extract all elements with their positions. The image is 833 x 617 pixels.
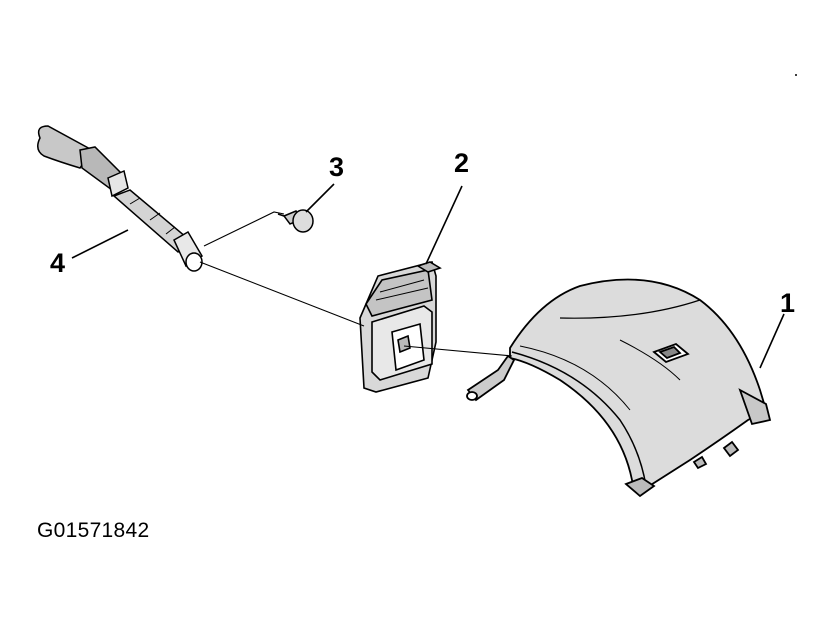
callout-4: 4 [50,248,65,278]
leader-4 [71,229,129,259]
leader-lines [71,183,785,369]
screw-part [277,209,314,233]
callout-2: 2 [454,148,469,178]
leader-2 [425,185,463,265]
column-cover-part [466,278,772,498]
leader-3 [305,183,335,213]
switch-module-part [359,261,442,393]
figure-id: G01571842 [37,519,150,542]
callout-3: 3 [329,152,344,182]
leader-1 [759,313,785,369]
stray-dot [795,74,797,76]
assembly-lines [199,211,513,357]
callout-1: 1 [780,288,795,318]
lever-part [37,125,204,272]
